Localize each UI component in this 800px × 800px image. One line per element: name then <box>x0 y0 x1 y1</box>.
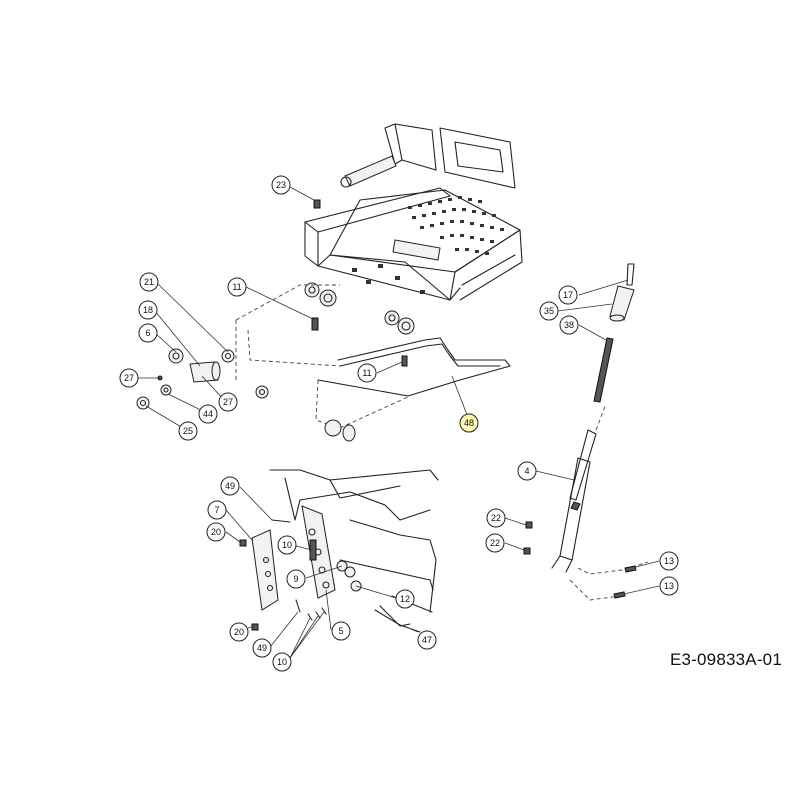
svg-text:17: 17 <box>563 290 573 300</box>
pivot-linkage-parts <box>136 284 511 442</box>
callout-48: 48 <box>459 413 479 433</box>
callout-44: 44 <box>198 404 218 424</box>
svg-text:13: 13 <box>664 556 674 566</box>
svg-text:38: 38 <box>564 320 574 330</box>
callout-6: 6 <box>138 323 158 343</box>
callout-9: 9 <box>286 569 306 589</box>
callout-49: 49 <box>252 638 272 658</box>
callout-5: 5 <box>331 621 351 641</box>
callout-11: 11 <box>357 363 377 383</box>
callout-7: 7 <box>207 500 227 520</box>
leader-lines <box>137 186 660 659</box>
callout-20: 20 <box>229 622 249 642</box>
deck-grid <box>408 196 504 255</box>
svg-text:7: 7 <box>214 505 219 515</box>
svg-text:11: 11 <box>362 368 371 378</box>
svg-text:49: 49 <box>225 481 235 491</box>
svg-text:27: 27 <box>124 373 134 383</box>
callout-21: 21 <box>139 272 159 292</box>
callout-17: 17 <box>558 285 578 305</box>
svg-text:10: 10 <box>282 540 292 550</box>
callout-10: 10 <box>272 652 292 672</box>
callout-11: 11 <box>227 277 247 297</box>
svg-text:4: 4 <box>524 466 529 476</box>
svg-text:44: 44 <box>203 409 213 419</box>
lever-rod-assembly <box>523 263 649 601</box>
svg-text:6: 6 <box>145 328 150 338</box>
svg-text:25: 25 <box>183 426 193 436</box>
svg-text:9: 9 <box>293 574 298 584</box>
svg-text:20: 20 <box>211 527 221 537</box>
callout-20: 20 <box>206 522 226 542</box>
callout-4: 4 <box>517 461 537 481</box>
callout-35: 35 <box>539 301 559 321</box>
callout-23: 23 <box>271 175 291 195</box>
callout-22: 22 <box>486 508 506 528</box>
svg-text:22: 22 <box>491 513 501 523</box>
svg-text:22: 22 <box>490 538 500 548</box>
callout-47: 47 <box>417 630 437 650</box>
callout-25: 25 <box>178 421 198 441</box>
svg-text:48: 48 <box>464 418 474 428</box>
svg-text:35: 35 <box>544 306 554 316</box>
svg-text:27: 27 <box>223 397 233 407</box>
callout-22: 22 <box>485 533 505 553</box>
svg-text:13: 13 <box>664 581 674 591</box>
callout-13: 13 <box>659 551 679 571</box>
callout-12: 12 <box>395 589 415 609</box>
svg-text:23: 23 <box>276 180 286 190</box>
svg-text:21: 21 <box>144 277 154 287</box>
svg-text:10: 10 <box>277 657 287 667</box>
callout-27: 27 <box>218 392 238 412</box>
callout-38: 38 <box>559 315 579 335</box>
callouts: 23 21 11 18 6 27 27 44 25 11 48 17 35 38… <box>119 175 679 672</box>
svg-text:20: 20 <box>234 627 244 637</box>
svg-text:12: 12 <box>400 594 410 604</box>
svg-text:5: 5 <box>338 626 343 636</box>
callout-49: 49 <box>220 476 240 496</box>
callout-18: 18 <box>138 300 158 320</box>
callout-10: 10 <box>277 535 297 555</box>
svg-text:47: 47 <box>422 635 432 645</box>
seat-frame-assembly <box>304 123 523 335</box>
document-code: E3-09833A-01 <box>669 650 782 669</box>
callout-27: 27 <box>119 368 139 388</box>
svg-text:49: 49 <box>257 643 267 653</box>
svg-text:11: 11 <box>232 282 241 292</box>
callout-13: 13 <box>659 576 679 596</box>
svg-text:18: 18 <box>143 305 153 315</box>
